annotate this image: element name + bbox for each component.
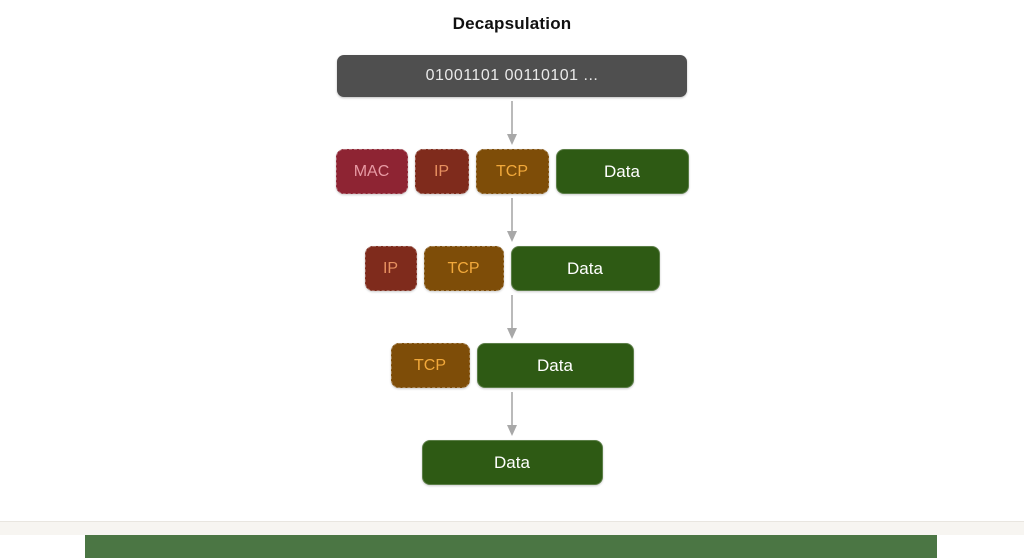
diagram-title: Decapsulation: [452, 14, 572, 33]
pdu-row-data: Data: [421, 440, 603, 485]
pdu-row-segment: TCP Data: [390, 343, 634, 388]
tcp-header-box: TCP: [423, 246, 504, 291]
footer-strip: [0, 521, 1024, 535]
pdu-row-packet: IP TCP Data: [364, 246, 660, 291]
data-box: Data: [421, 440, 603, 485]
ip-header-box: IP: [364, 246, 417, 291]
mac-header-box: MAC: [335, 149, 408, 194]
down-arrow-icon: [507, 198, 517, 242]
tcp-header-box: TCP: [390, 343, 470, 388]
ip-header-box: IP: [414, 149, 469, 194]
data-box: Data: [510, 246, 660, 291]
diagram-stack: Decapsulation 01001101 00110101 ... MAC …: [335, 14, 689, 485]
bitstream-label: 01001101 00110101 ...: [425, 67, 599, 84]
data-box: Data: [476, 343, 634, 388]
tcp-header-box: TCP: [475, 149, 549, 194]
pdu-row-frame: MAC IP TCP Data: [335, 149, 689, 194]
footer-bar: [85, 535, 937, 558]
data-box: Data: [555, 149, 689, 194]
bitstream-box: 01001101 00110101 ...: [337, 55, 687, 97]
down-arrow-icon: [507, 101, 517, 145]
down-arrow-icon: [507, 295, 517, 339]
down-arrow-icon: [507, 392, 517, 436]
